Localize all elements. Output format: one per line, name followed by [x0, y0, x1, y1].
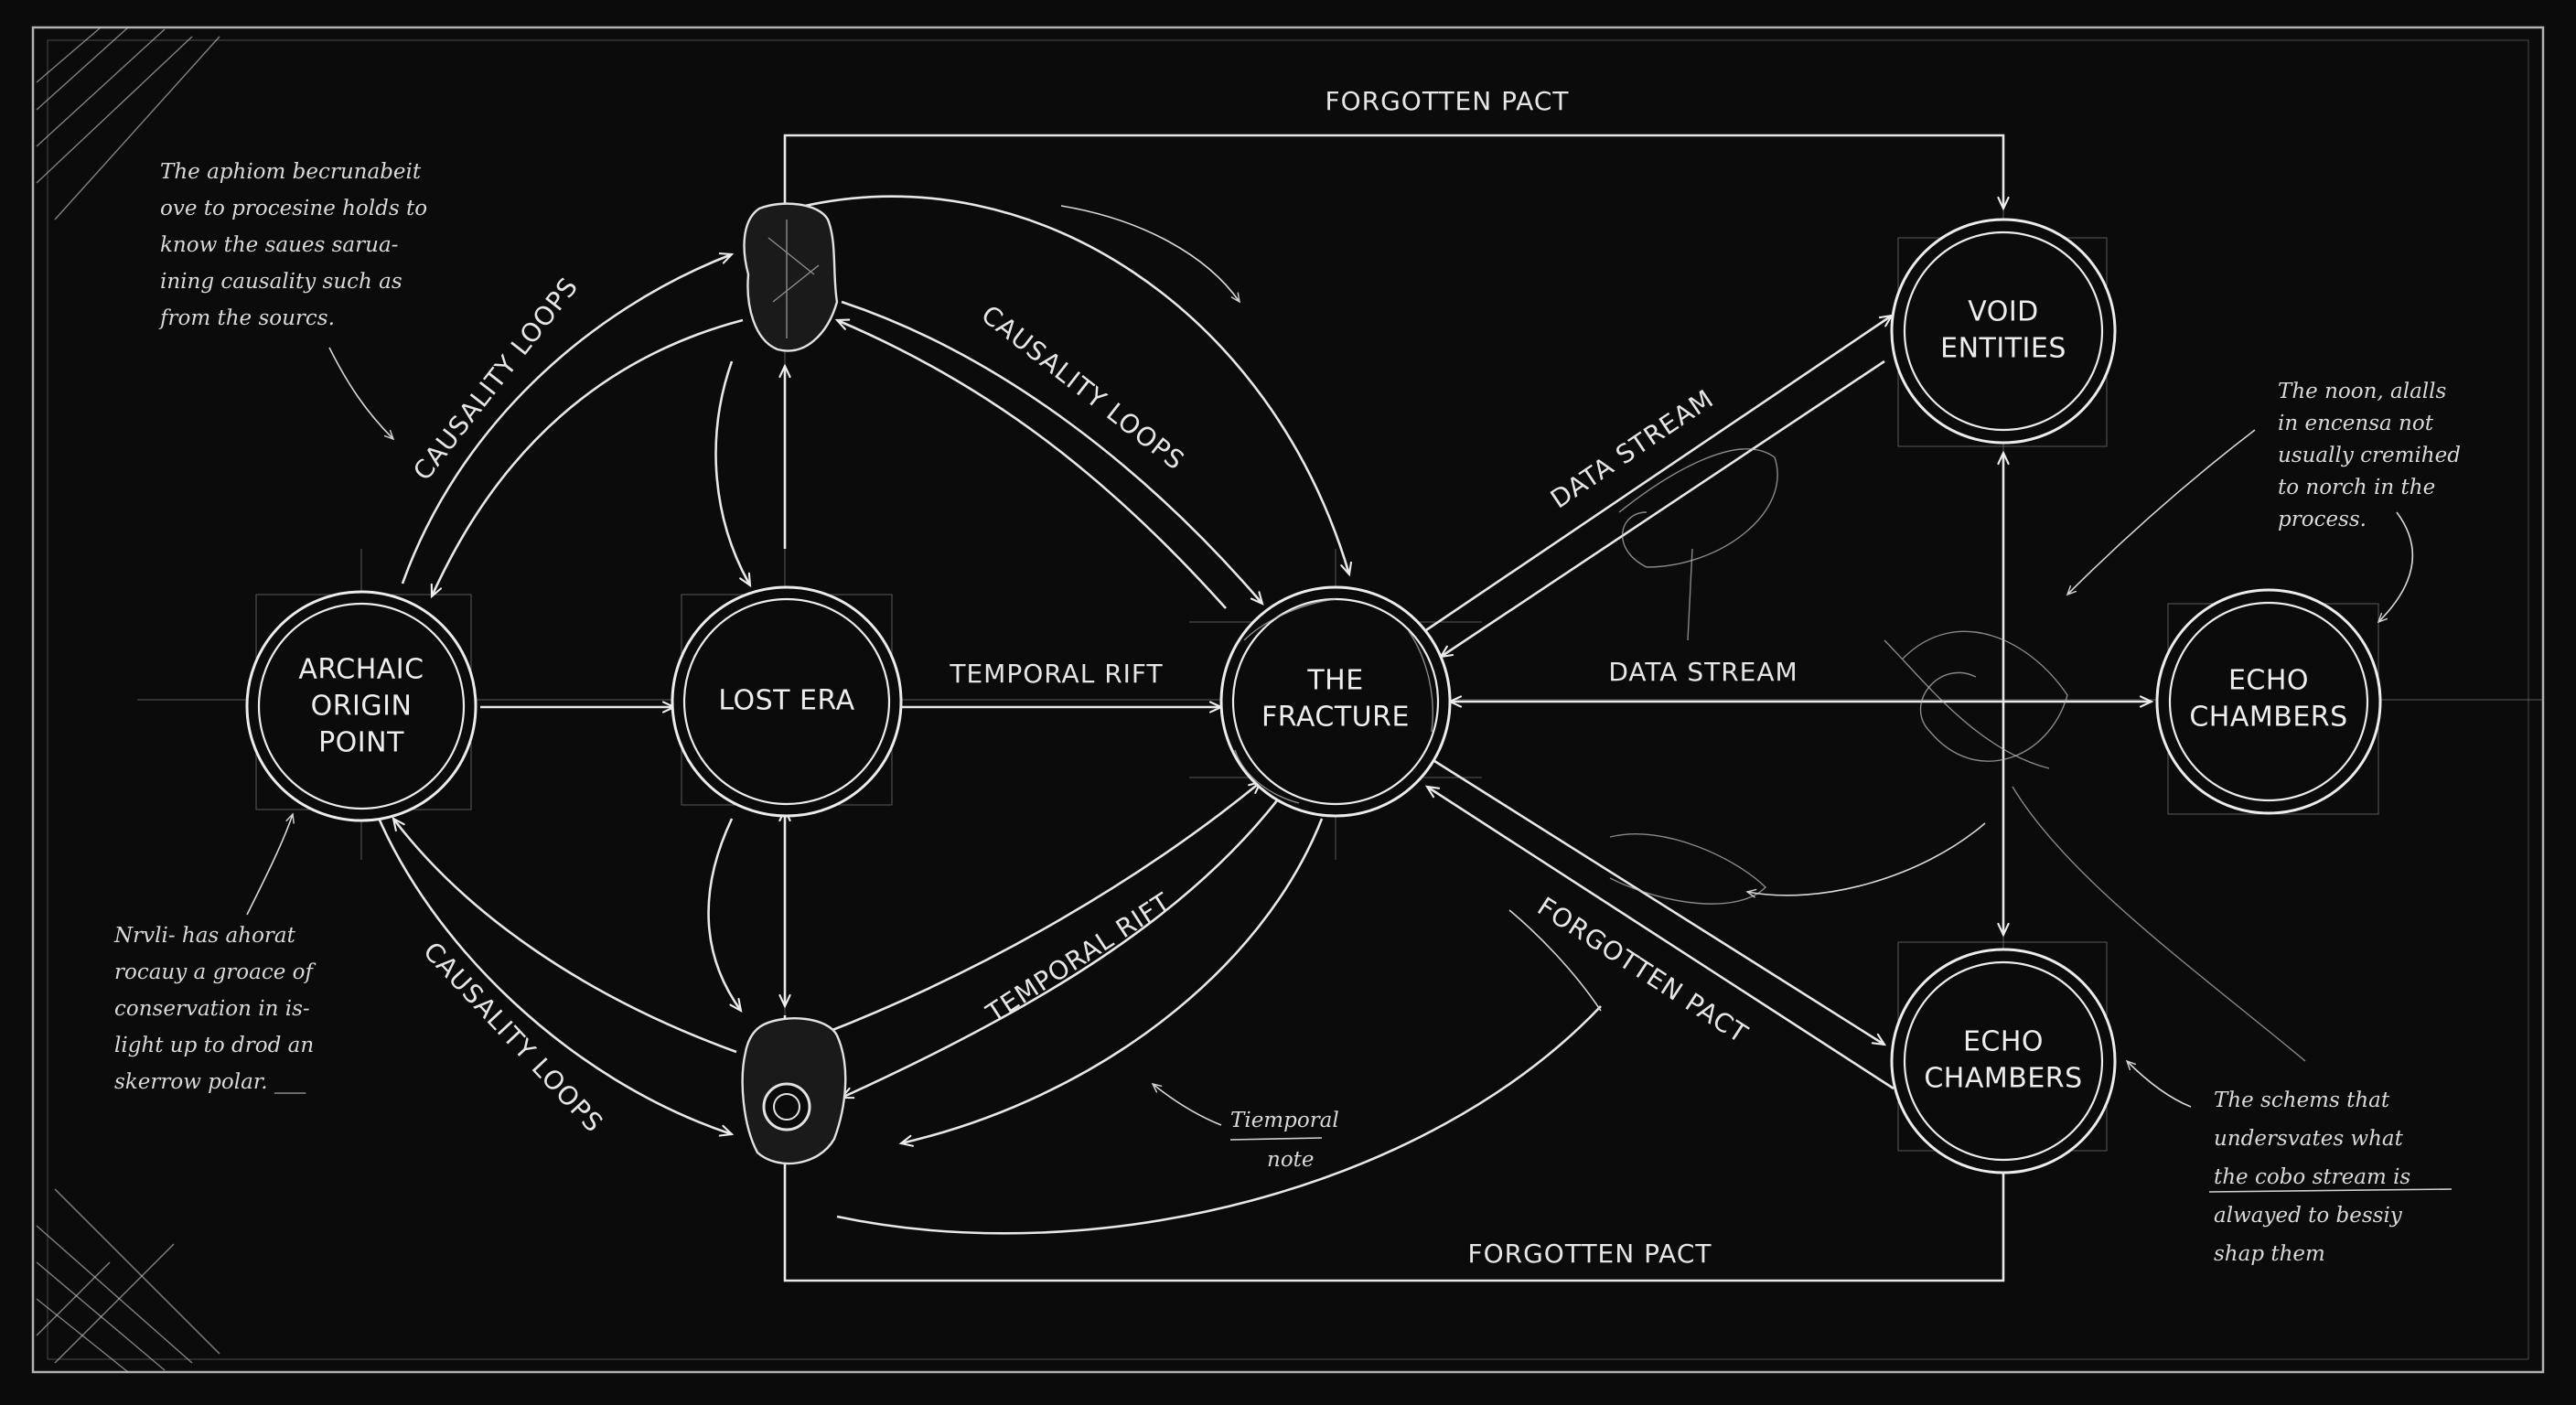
svg-text:in encensa not: in encensa not [2278, 412, 2434, 435]
echo-bottom-line-2: CHAMBERS [1924, 1063, 2082, 1095]
label-forgotten-pact-diagonal: FORGOTTEN PACT [1532, 891, 1754, 1049]
edge-temporal-rift-diagonal [822, 782, 1324, 1143]
svg-text:from the sourcs.: from the sourcs. [158, 306, 335, 330]
sketch-scribbles [1609, 448, 2306, 1062]
note-right-top: The noon, alalls in encensa not usually … [2278, 380, 2461, 531]
label-causality-loops-lower-left: CAUSALITY LOOPS [417, 936, 609, 1138]
svg-text:alwayed to bessiy: alwayed to bessiy [2214, 1204, 2403, 1228]
svg-text:ining causality such as: ining causality such as [160, 270, 402, 294]
small-arc-top [1060, 205, 1240, 304]
node-lost-era[interactable]: LOST ERA [671, 585, 903, 818]
svg-text:skerrow polar. ___: skerrow polar. ___ [114, 1070, 306, 1094]
svg-text:to norch in the: to norch in the [2278, 476, 2435, 499]
fracture-line-1: THE [1306, 665, 1363, 697]
svg-text:usually cremihed: usually cremihed [2278, 444, 2461, 467]
edge-causality-loops-lower-left [373, 809, 737, 1134]
corner-hatch-bottom-left [36, 1188, 220, 1373]
void-line-2: ENTITIES [1940, 333, 2066, 365]
edge-top-rock-lost-era [714, 360, 785, 585]
edge-data-stream-diagonal [1417, 316, 1892, 657]
svg-text:the cobo stream is: the cobo stream is [2214, 1165, 2410, 1189]
label-causality-loops-upper-left: CAUSALITY LOOPS [407, 272, 584, 487]
svg-text:The schems that: The schems that [2214, 1089, 2390, 1112]
label-causality-loops-upper-mid: CAUSALITY LOOPS [976, 299, 1191, 476]
svg-text:conservation in is-: conservation in is- [114, 997, 310, 1021]
edge-lost-era-bottom-rock [707, 810, 785, 1011]
svg-text:rocauy a groace of: rocauy a groace of [114, 960, 317, 984]
echo-bottom-line-1: ECHO [1963, 1026, 2044, 1058]
svg-text:Tiemporal: Tiemporal [1230, 1109, 1339, 1132]
svg-text:ove to procesine holds to: ove to procesine holds to [160, 197, 427, 220]
svg-text:process.: process. [2278, 508, 2367, 531]
edge-causality-loops-upper-left [401, 254, 744, 596]
corner-hatch-top-left [36, 27, 220, 220]
label-forgotten-pact-bottom: FORGOTTEN PACT [1468, 1239, 1712, 1269]
svg-text:undersvates what: undersvates what [2214, 1127, 2404, 1151]
svg-text:Nrvli- has ahorat: Nrvli- has ahorat [113, 924, 296, 948]
archaic-line-2: ORIGIN [311, 691, 413, 723]
note-right-bottom: The schems that undersvates what the cob… [2208, 1089, 2453, 1266]
edge-causality-loops-upper-mid [837, 300, 1262, 609]
node-void-entities[interactable]: VOID ENTITIES [1890, 218, 2117, 445]
svg-text:light up to drod an: light up to drod an [114, 1034, 314, 1057]
bottom-rock [741, 1017, 847, 1165]
note-temporal: Tiemporal note [1229, 1109, 1339, 1172]
archaic-line-1: ARCHAIC [298, 654, 424, 686]
label-temporal-rift-horizontal: TEMPORAL RIFT [949, 659, 1163, 689]
svg-text:note: note [1267, 1148, 1315, 1172]
node-archaic-origin-point[interactable]: ARCHAIC ORIGIN POINT [245, 590, 478, 822]
svg-text:The noon, alalls: The noon, alalls [2278, 380, 2447, 403]
echo-right-line-1: ECHO [2228, 665, 2309, 697]
node-echo-chambers-bottom[interactable]: ECHO CHAMBERS [1890, 948, 2117, 1174]
void-line-1: VOID [1968, 296, 2039, 328]
fracture-line-2: FRACTURE [1261, 702, 1410, 734]
label-forgotten-pact-top: FORGOTTEN PACT [1326, 86, 1570, 116]
archaic-line-3: POINT [318, 727, 404, 759]
node-the-fracture[interactable]: THE FRACTURE [1219, 585, 1452, 818]
edge-forgotten-pact-diagonal [1427, 757, 1894, 1090]
lost-era-label: LOST ERA [718, 685, 854, 717]
label-data-stream-horizontal: DATA STREAM [1608, 657, 1798, 687]
svg-text:The aphiom becrunabeit: The aphiom becrunabeit [160, 160, 422, 184]
note-bottom-left: Nrvli- has ahorat rocauy a groace of con… [113, 924, 317, 1094]
svg-text:know the saues sarua-: know the saues sarua- [160, 233, 398, 257]
edge-bottom-sweep [836, 1005, 1602, 1235]
top-rock [743, 202, 839, 352]
edge-top-arc [804, 195, 1349, 574]
node-echo-chambers-right[interactable]: ECHO CHAMBERS [2155, 588, 2382, 815]
annotation-pointers [246, 347, 2414, 1126]
echo-right-line-2: CHAMBERS [2189, 702, 2347, 734]
note-top-left: The aphiom becrunabeit ove to procesine … [158, 160, 427, 330]
svg-text:shap them: shap them [2214, 1242, 2325, 1266]
